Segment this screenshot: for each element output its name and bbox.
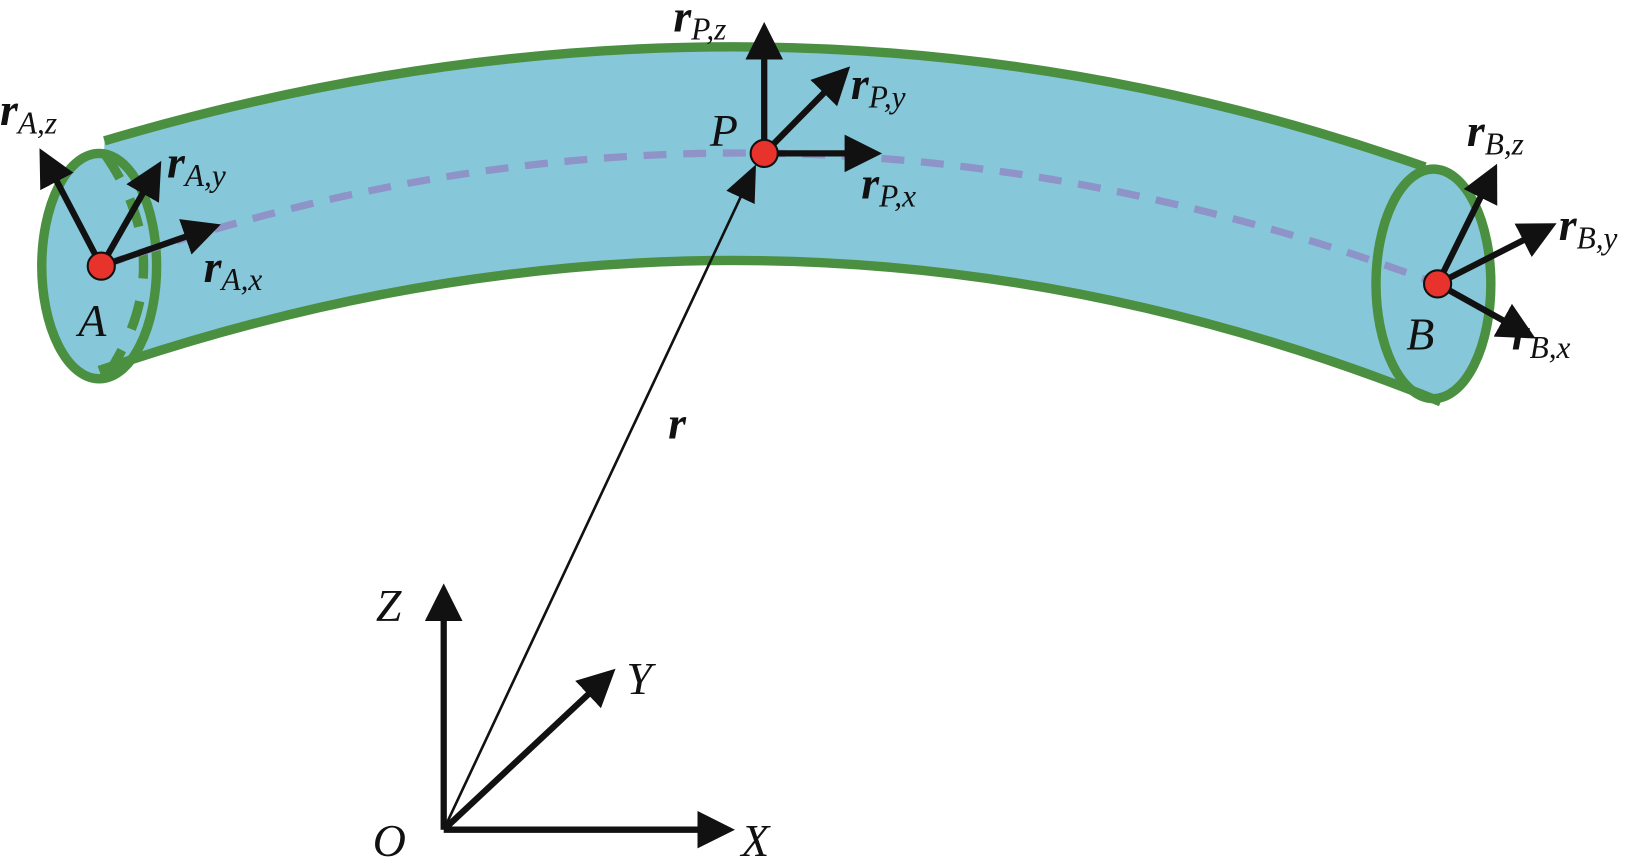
b-z-axis bbox=[1434, 163, 1498, 286]
point-a bbox=[86, 251, 116, 281]
point-p bbox=[749, 138, 779, 169]
b-x-axis bbox=[1436, 281, 1536, 339]
label-rax: rA,x bbox=[204, 241, 263, 297]
label-ray: rA,y bbox=[167, 136, 226, 192]
label-rbz: rB,z bbox=[1467, 105, 1524, 161]
label-raz: rA,z bbox=[0, 84, 57, 140]
tube-end-left-hidden bbox=[100, 150, 149, 382]
global-y-axis bbox=[441, 668, 616, 832]
label-b: B bbox=[1406, 309, 1434, 360]
label-y: Y bbox=[626, 653, 656, 704]
global-frame bbox=[424, 583, 735, 849]
tube-body bbox=[99, 46, 1441, 402]
label-x: X bbox=[739, 815, 771, 861]
a-z-axis bbox=[39, 148, 105, 268]
label-p: P bbox=[709, 105, 738, 156]
label-a: A bbox=[75, 295, 107, 346]
label-rpx: rP,x bbox=[861, 157, 916, 213]
p-y-axis bbox=[761, 66, 851, 156]
label-rpy: rP,y bbox=[851, 58, 906, 114]
local-frames bbox=[39, 21, 1557, 339]
a-x-axis bbox=[100, 219, 221, 270]
label-o: O bbox=[373, 815, 406, 861]
position-vector-r bbox=[442, 164, 756, 831]
label-rbx: rB,x bbox=[1512, 309, 1571, 365]
label-z: Z bbox=[376, 580, 402, 631]
label-rpz: rP,z bbox=[673, 0, 726, 47]
a-y-axis bbox=[98, 160, 162, 268]
b-y-axis bbox=[1436, 223, 1557, 287]
label-r: r bbox=[668, 397, 687, 448]
point-b bbox=[1422, 269, 1453, 299]
tube-bottom-edge bbox=[97, 255, 1443, 407]
label-rby: rB,y bbox=[1559, 199, 1618, 255]
